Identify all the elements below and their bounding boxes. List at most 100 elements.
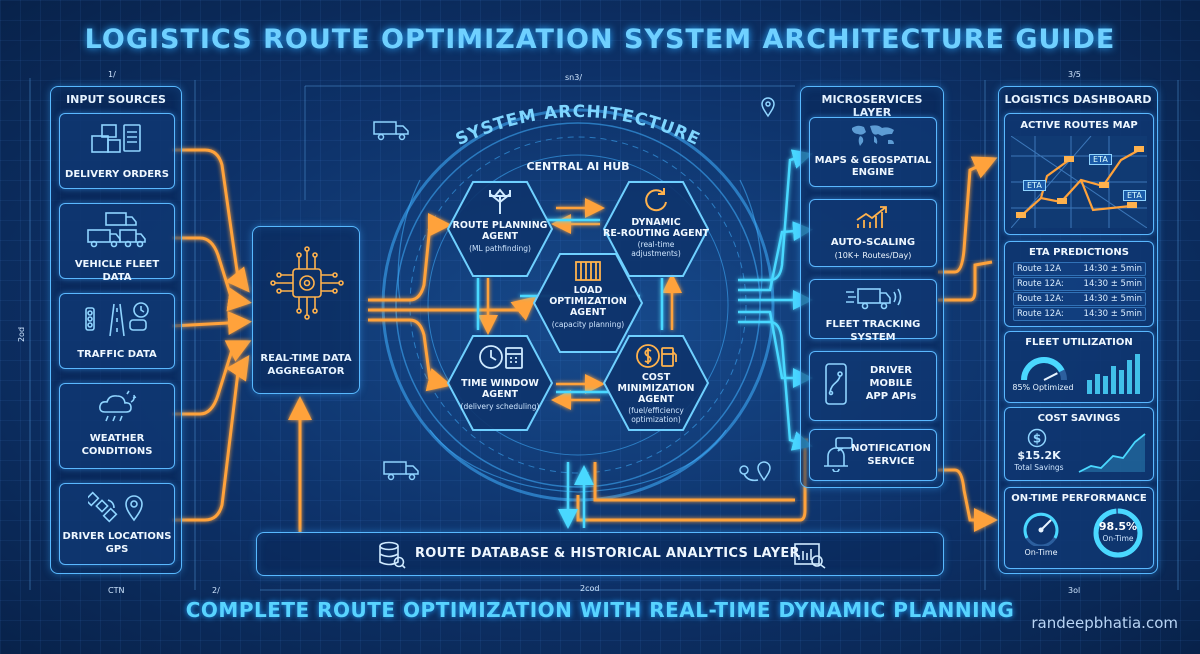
utilization-bar bbox=[1103, 376, 1108, 394]
input-label: DRIVER LOCATIONS GPS bbox=[62, 531, 172, 555]
agent-dynamic-rerouting[interactable]: DYNAMIC RE-ROUTING AGENT (real-time adju… bbox=[602, 180, 710, 278]
panel-title: LOGISTICS DASHBOARD bbox=[1004, 93, 1152, 106]
satellite-icon bbox=[88, 491, 143, 523]
input-label: DELIVERY ORDERS bbox=[65, 169, 169, 180]
panel-title: MICROSERVICES LAYER bbox=[821, 93, 923, 119]
phone-icon bbox=[825, 363, 847, 405]
growth-chart-icon bbox=[856, 206, 887, 228]
chip-icon bbox=[270, 246, 344, 320]
gauge-icon bbox=[1021, 357, 1067, 381]
dimension-label: 2cod bbox=[580, 584, 600, 593]
eta-row: Route 12A:14:30 ± 5min bbox=[1013, 292, 1146, 306]
dollar-fuel-icon bbox=[636, 344, 677, 368]
truck-icon bbox=[87, 212, 146, 248]
dimension-label: sn3/ bbox=[565, 73, 583, 82]
on-time-percent-label: On-Time bbox=[1102, 534, 1134, 543]
utilization-bar bbox=[1127, 360, 1132, 394]
dimension-label: 3ol bbox=[1068, 586, 1081, 595]
svg-text:SYSTEM ARCHITECTURE: SYSTEM ARCHITECTURE bbox=[453, 102, 704, 150]
service-auto-scaling[interactable]: AUTO-SCALING (10K+ Routes/Day) bbox=[809, 199, 937, 267]
container-icon bbox=[575, 261, 601, 281]
savings-caption: Total Savings bbox=[1014, 463, 1064, 472]
input-card-vehicle-fleet[interactable]: VEHICLE FLEET DATA bbox=[59, 203, 175, 283]
gauge-label: On-Time bbox=[1024, 548, 1058, 557]
dimension-label: 3/5 bbox=[1068, 70, 1081, 79]
savings-amount: $15.2K bbox=[1017, 449, 1061, 462]
service-maps-geospatial[interactable]: MAPS & GEOSPATIAL ENGINE bbox=[809, 117, 937, 187]
input-label: WEATHER CONDITIONS bbox=[81, 433, 153, 457]
ring-label: SYSTEM ARCHITECTURE bbox=[453, 102, 704, 150]
eta-tag: ETA bbox=[1123, 190, 1146, 201]
route-arrows-icon bbox=[489, 188, 511, 214]
tracking-truck-icon bbox=[846, 288, 902, 310]
analytics-icon bbox=[794, 543, 826, 569]
utilization-bar-chart bbox=[1087, 354, 1140, 394]
utilization-bar bbox=[1111, 366, 1116, 394]
truck-icon bbox=[373, 121, 409, 141]
utilization-bar bbox=[1095, 374, 1100, 394]
aggregator-label: AGGREGATOR bbox=[267, 366, 345, 377]
dimension-label: 1/ bbox=[108, 70, 116, 79]
dimension-label: 2od bbox=[17, 326, 27, 343]
on-time-donut bbox=[1093, 508, 1143, 558]
active-routes-map[interactable]: ACTIVE ROUTES MAP ETA ETA ETA bbox=[1004, 113, 1154, 235]
aggregator-label: REAL-TIME DATA bbox=[260, 353, 352, 364]
hub-label: CENTRAL AI HUB bbox=[526, 160, 630, 173]
logistics-dashboard-panel: LOGISTICS DASHBOARD ACTIVE ROUTES MAP ET… bbox=[998, 86, 1158, 574]
package-icon bbox=[91, 124, 141, 153]
svg-text:$: $ bbox=[1033, 432, 1041, 446]
utilization-bar bbox=[1135, 354, 1140, 394]
utilization-bar bbox=[1087, 380, 1092, 394]
service-driver-mobile-api[interactable]: DRIVER MOBILE APP APIs bbox=[809, 351, 937, 421]
cloud-icon bbox=[99, 390, 137, 422]
eta-tag: ETA bbox=[1089, 154, 1112, 165]
database-icon bbox=[379, 541, 406, 569]
input-sources-panel: INPUT SOURCES DELIVERY ORDERS VEHICLE FL… bbox=[50, 86, 182, 574]
bell-icon bbox=[824, 437, 853, 472]
database-label: ROUTE DATABASE & HISTORICAL ANALYTICS LA… bbox=[415, 546, 800, 561]
route-database-layer[interactable]: ROUTE DATABASE & HISTORICAL ANALYTICS LA… bbox=[256, 532, 944, 576]
input-card-weather[interactable]: WEATHER CONDITIONS bbox=[59, 383, 175, 469]
input-label: VEHICLE FLEET DATA bbox=[74, 259, 160, 283]
eta-tag: ETA bbox=[1023, 180, 1046, 191]
agent-route-planning[interactable]: ROUTE PLANNING AGENT (ML pathfinding) bbox=[446, 180, 554, 278]
footer-tagline: COMPLETE ROUTE OPTIMIZATION WITH REAL-TI… bbox=[185, 598, 1015, 622]
refresh-icon bbox=[645, 188, 667, 212]
on-time-performance[interactable]: ON-TIME PERFORMANCE On-Time 98.5% On-Tim… bbox=[1004, 487, 1154, 569]
data-aggregator[interactable]: REAL-TIME DATA AGGREGATOR bbox=[252, 226, 360, 394]
input-card-traffic-data[interactable]: TRAFFIC DATA bbox=[59, 293, 175, 369]
speedometer-icon bbox=[1023, 512, 1059, 546]
eta-row: Route 12A:14:30 ± 5min bbox=[1013, 277, 1146, 291]
eta-row: Route 12A:14:30 ± 5min bbox=[1013, 307, 1146, 321]
service-notification[interactable]: NOTIFICATION SERVICE bbox=[809, 429, 937, 481]
agent-cost-minimization[interactable]: COST MINIMIZATION AGENT (fuel/efficiency… bbox=[602, 334, 710, 432]
world-map-icon bbox=[852, 125, 894, 146]
clock-calendar-icon bbox=[479, 345, 523, 369]
service-fleet-tracking[interactable]: FLEET TRACKING SYSTEM bbox=[809, 279, 937, 343]
input-card-delivery-orders[interactable]: DELIVERY ORDERS bbox=[59, 113, 175, 189]
page-title: LOGISTICS ROUTE OPTIMIZATION SYSTEM ARCH… bbox=[84, 24, 1116, 55]
traffic-icon bbox=[85, 302, 149, 337]
dimension-label: 2/ bbox=[212, 586, 220, 595]
truck-icon bbox=[383, 461, 419, 481]
savings-trend-chart bbox=[1078, 433, 1146, 473]
location-pin-icon bbox=[739, 461, 771, 482]
on-time-percent: 98.5% bbox=[1098, 520, 1138, 533]
fleet-utilization[interactable]: FLEET UTILIZATION 85% Optimized bbox=[1004, 331, 1154, 403]
utilization-bar bbox=[1119, 370, 1124, 394]
dollar-icon: $ bbox=[1027, 428, 1047, 448]
credit-text: randeepbhatia.com bbox=[1031, 614, 1178, 632]
cost-savings[interactable]: COST SAVINGS $ $15.2K Total Savings bbox=[1004, 407, 1154, 481]
agent-time-window[interactable]: TIME WINDOW AGENT (delivery scheduling) bbox=[446, 334, 554, 432]
microservices-panel: MICROSERVICES LAYER MAPS & GEOSPATIAL EN… bbox=[800, 86, 944, 488]
panel-title: INPUT SOURCES bbox=[66, 93, 166, 106]
location-pin-icon bbox=[761, 97, 775, 118]
dimension-label: CTN bbox=[108, 586, 125, 595]
input-card-driver-gps[interactable]: DRIVER LOCATIONS GPS bbox=[59, 483, 175, 565]
input-label: TRAFFIC DATA bbox=[77, 349, 157, 360]
utilization-label: 85% Optimized bbox=[1012, 383, 1074, 392]
